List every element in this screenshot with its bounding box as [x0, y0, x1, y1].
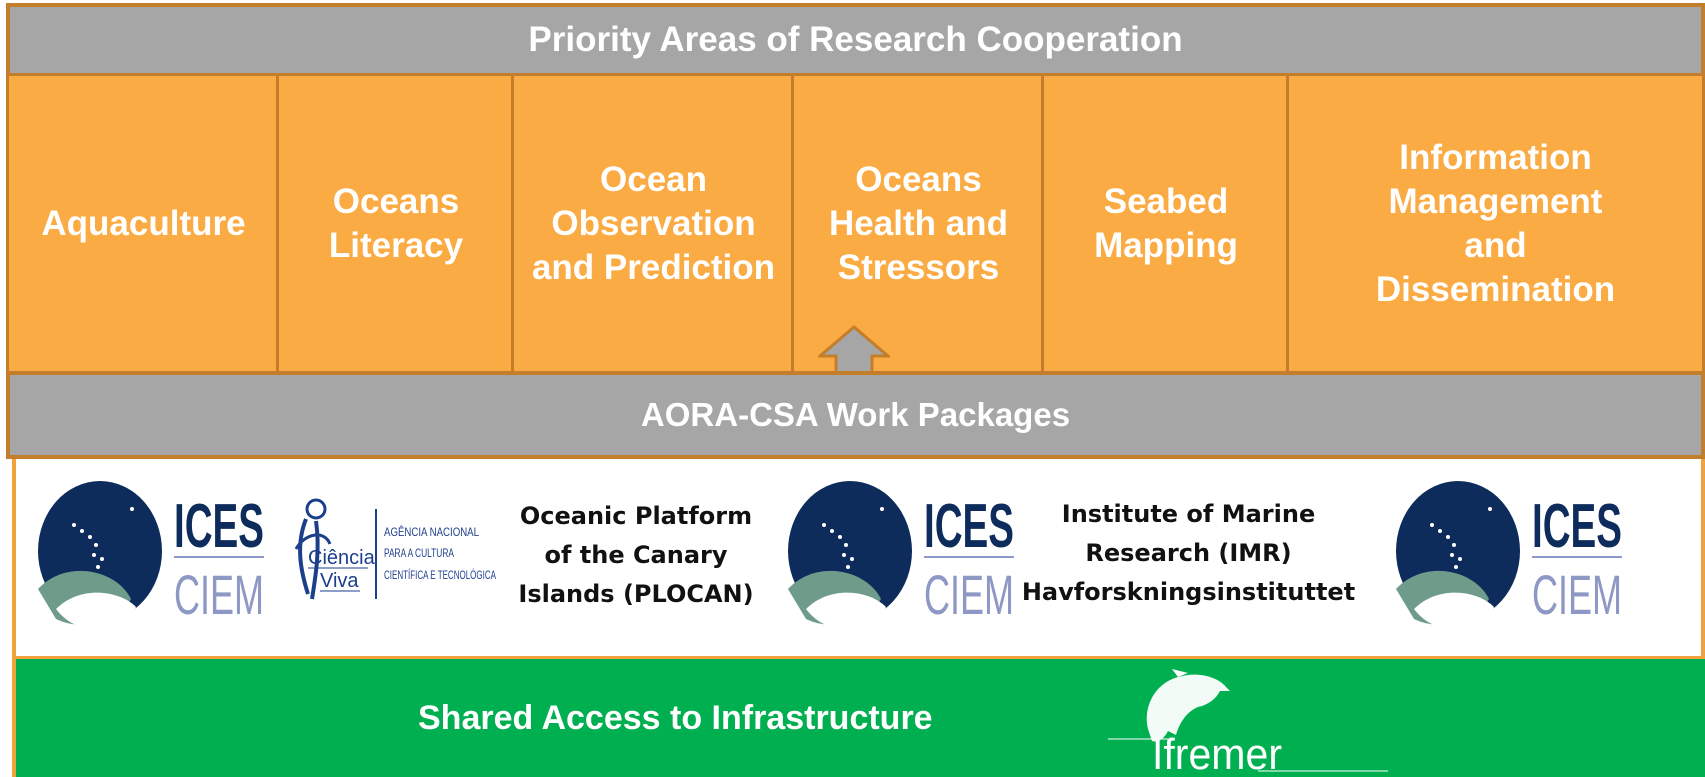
- area-oceans-health: Oceans Health and Stressors: [791, 73, 1046, 375]
- svg-text:CIENTÍFICA E TECNOLÓGICA: CIENTÍFICA E TECNOLÓGICA: [384, 567, 496, 582]
- ciencia-viva-logo: Ciência Viva AGÊNCIA NACIONAL PARA A CUL…: [294, 498, 496, 600]
- svg-text:CIEM: CIEM: [924, 563, 1014, 626]
- priority-areas-row: Aquaculture Oceans Literacy Ocean Observ…: [6, 73, 1705, 375]
- priority-areas-title: Priority Areas of Research Cooperation: [528, 20, 1183, 59]
- infrastructure-label: Shared Access to Infrastructure: [418, 699, 933, 737]
- area-seabed-mapping: Seabed Mapping: [1041, 73, 1291, 375]
- svg-text:AGÊNCIA NACIONAL: AGÊNCIA NACIONAL: [384, 524, 479, 539]
- ices-logo: ICES CIEM: [788, 481, 1014, 631]
- priority-areas-header: Priority Areas of Research Cooperation: [6, 3, 1705, 77]
- svg-text:ICES: ICES: [924, 492, 1014, 561]
- ices-logo: ICES CIEM: [38, 481, 264, 631]
- plocan-text: Oceanic Platform of the Canary Islands (…: [518, 502, 754, 608]
- svg-text:ICES: ICES: [174, 492, 264, 561]
- svg-text:Ciência: Ciência: [308, 547, 376, 569]
- ifremer-logo: Ifremer: [1108, 669, 1388, 777]
- area-oceans-literacy: Oceans Literacy: [276, 73, 516, 375]
- ices-logo: ICES CIEM: [1396, 481, 1622, 631]
- svg-text:Ifremer: Ifremer: [1152, 730, 1282, 777]
- area-aquaculture: Aquaculture: [6, 73, 281, 375]
- svg-text:ICES: ICES: [1532, 492, 1622, 561]
- svg-text:CIEM: CIEM: [1532, 563, 1622, 626]
- up-arrow-icon: [818, 325, 890, 376]
- svg-text:Viva: Viva: [320, 570, 359, 592]
- area-ocean-observation: Ocean Observation and Prediction: [511, 73, 796, 375]
- svg-text:CIEM: CIEM: [174, 563, 264, 626]
- area-information-management: Information Management and Dissemination: [1286, 73, 1705, 375]
- work-packages-bar: AORA-CSA Work Packages: [6, 371, 1705, 459]
- infrastructure-bar: Shared Access to Infrastructure Ifremer: [12, 656, 1705, 777]
- partners-row: ICES CIEM Ciência Viva AGÊNCIA NACIONAL …: [12, 459, 1705, 659]
- imr-text: Institute of Marine Research (IMR) Havfo…: [1021, 500, 1356, 606]
- svg-text:PARA A CULTURA: PARA A CULTURA: [384, 546, 454, 560]
- work-packages-title: AORA-CSA Work Packages: [640, 396, 1071, 433]
